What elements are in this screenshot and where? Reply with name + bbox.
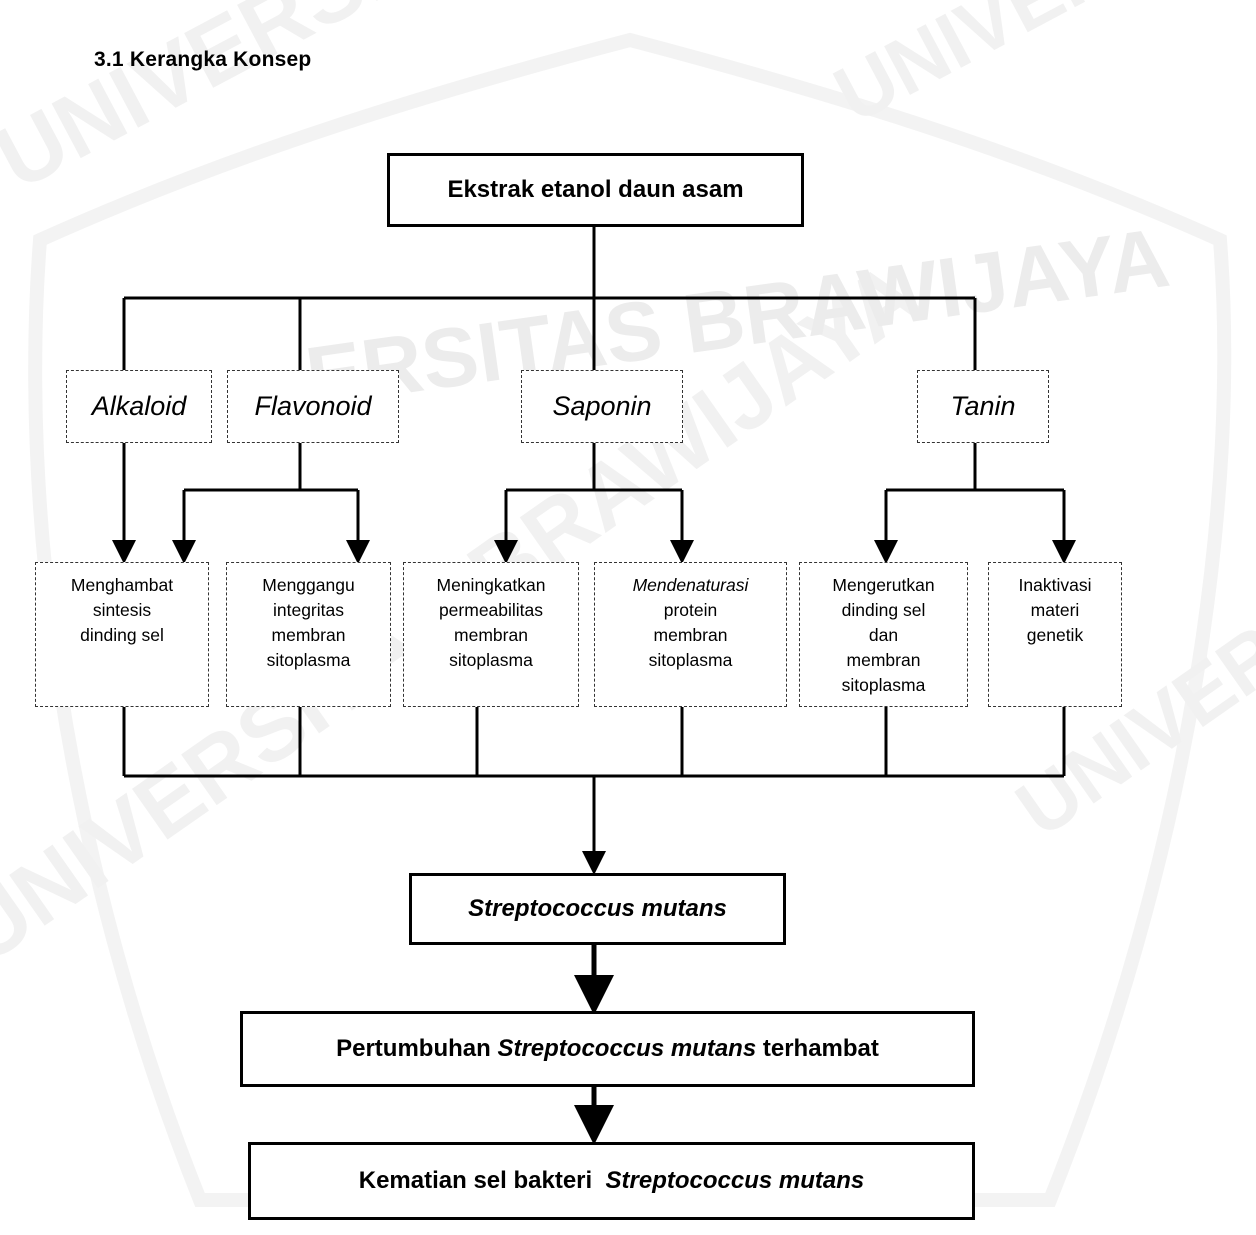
growth-label-pre: Pertumbuhan: [336, 1035, 491, 1062]
mechanism-line: Inaktivasi: [1018, 575, 1092, 595]
mechanism-line: permeabilitas: [438, 600, 544, 620]
mechanism-line: materi: [1030, 600, 1080, 620]
root-box: Ekstrak etanol daun asam: [387, 153, 804, 227]
growth-label-species: Streptococcus mutans: [497, 1035, 757, 1062]
death-label-species: Streptococcus mutans: [605, 1167, 865, 1194]
mechanism-line: Menghambat: [70, 575, 174, 595]
mechanism-box: Mendenaturasi protein membran sitoplasma: [594, 562, 787, 707]
growth-label-post: terhambat: [762, 1035, 879, 1062]
death-box: Kematian sel bakteri Streptococcus mutan…: [248, 1142, 975, 1220]
section-heading: 3.1 Kerangka Konsep: [94, 48, 312, 71]
mechanism-line: sitoplasma: [266, 650, 351, 670]
connector-saponin-split: [504, 443, 684, 561]
mechanism-line: membran: [846, 650, 921, 670]
mechanism-line: Mengerutkan: [832, 575, 935, 595]
connector-mech-drops: [122, 707, 1066, 776]
compound-saponin: Saponin: [521, 370, 683, 443]
mechanism-line: Meningkatkan: [436, 575, 546, 595]
compound-alkaloid: Alkaloid: [66, 370, 212, 443]
connector-flavonoid-split: [182, 443, 360, 561]
mechanism-box: Menghambat sintesis dinding sel: [35, 562, 209, 707]
mechanism-line: dinding sel: [80, 625, 164, 645]
mechanism-line: sitoplasma: [648, 650, 733, 670]
compound-label: Tanin: [950, 391, 1016, 421]
mechanism-line: dinding sel: [841, 600, 926, 620]
mechanism-line: membran: [454, 625, 528, 645]
mechanism-line: membran: [271, 625, 346, 645]
compound-label: Alkaloid: [91, 391, 187, 421]
mechanism-line-italic: Mendenaturasi: [632, 575, 749, 595]
growth-box: Pertumbuhan Streptococcus mutans terhamb…: [240, 1011, 975, 1087]
mechanism-line: genetik: [1026, 625, 1084, 645]
compound-flavonoid: Flavonoid: [227, 370, 399, 443]
target-label: Streptococcus mutans: [468, 895, 727, 922]
death-label-pre: Kematian sel bakteri: [358, 1167, 593, 1194]
mechanism-box: Inaktivasi materi genetik: [988, 562, 1122, 707]
mechanism-line: sintesis: [92, 600, 152, 620]
mechanism-box: Menggangu integritas membran sitoplasma: [226, 562, 391, 707]
mechanism-line: sitoplasma: [841, 675, 926, 695]
mechanism-box: Mengerutkan dinding sel dan membran sito…: [799, 562, 968, 707]
target-box: Streptococcus mutans: [409, 873, 786, 945]
mechanism-line: integritas: [272, 600, 344, 620]
mechanism-box: Meningkatkan permeabilitas membran sitop…: [403, 562, 579, 707]
mechanism-line: sitoplasma: [449, 650, 533, 670]
mechanism-line: membran: [653, 625, 728, 645]
compound-tanin: Tanin: [917, 370, 1049, 443]
compound-label: Saponin: [552, 391, 652, 421]
root-label: Ekstrak etanol daun asam: [447, 176, 744, 203]
mechanism-line: dan: [868, 625, 899, 645]
connector-tanin-split: [884, 443, 1066, 561]
mechanism-line: Menggangu: [262, 575, 355, 595]
mechanism-line: protein: [663, 600, 718, 620]
compound-label: Flavonoid: [254, 391, 372, 421]
